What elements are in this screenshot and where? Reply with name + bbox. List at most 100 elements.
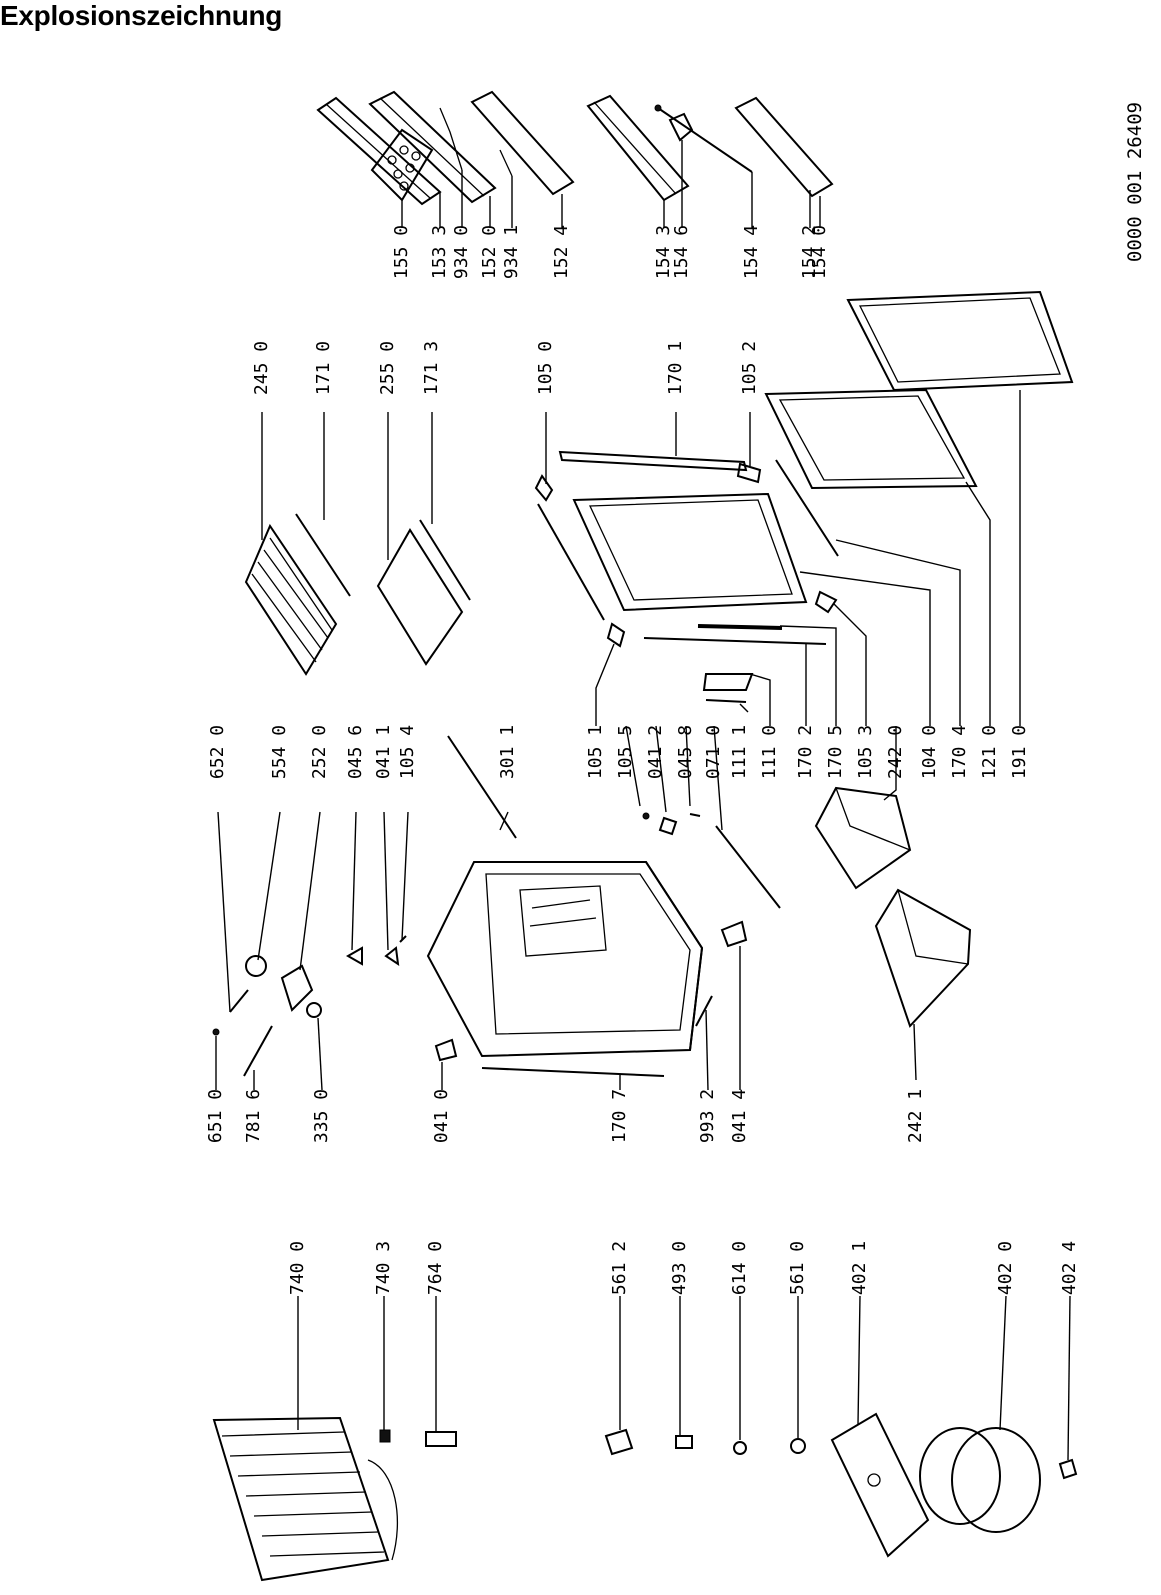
part-label: 614 0 <box>729 1241 750 1295</box>
strip-1707 <box>481 1067 665 1077</box>
part-label: 171 3 <box>421 341 442 395</box>
part-label: 651 0 <box>205 1089 226 1143</box>
part-label: 561 2 <box>609 1241 630 1295</box>
hinge-1050 <box>534 474 554 502</box>
part-label: 764 0 <box>425 1241 446 1295</box>
cabinet-body <box>426 861 704 1058</box>
part-label: 781 6 <box>243 1089 264 1143</box>
door-strip-1704 <box>775 459 839 557</box>
egg-tray <box>370 128 434 202</box>
part-label: 121 0 <box>979 725 1000 779</box>
part-label: 242 0 <box>885 725 906 779</box>
part-label: 154 4 <box>741 225 762 279</box>
part-label: 740 3 <box>373 1241 394 1295</box>
part-label: 934 0 <box>451 225 472 279</box>
hinge-1052 <box>736 462 762 484</box>
part-label: 154 6 <box>671 225 692 279</box>
wire-934 <box>439 107 513 177</box>
part-label: 993 2 <box>697 1089 718 1143</box>
compressor-4020 <box>919 1427 1041 1533</box>
strip-1701 <box>558 450 748 472</box>
part-label: 561 0 <box>787 1241 808 1295</box>
part-label: 740 0 <box>287 1241 308 1295</box>
part-label: 041 2 <box>645 725 666 779</box>
page-title: Explosionszeichnung <box>0 0 283 31</box>
part-label: 170 7 <box>609 1089 630 1143</box>
part-label: 493 0 <box>669 1241 690 1295</box>
rod-1544 <box>654 104 753 173</box>
hinge-0414 <box>720 920 748 948</box>
door-gasket-1910 <box>846 290 1074 392</box>
thermostat-parts <box>212 935 407 1077</box>
part-label: 154 2 <box>799 225 820 279</box>
leader-lines <box>215 140 1071 1461</box>
part-label: 652 0 <box>207 725 228 779</box>
part-9932 <box>695 995 713 1027</box>
document-number: 0000 001 26409 <box>1124 102 1146 262</box>
part-label: 171 0 <box>313 341 334 395</box>
part-label: 105 1 <box>585 725 606 779</box>
door-shelf-1543 <box>586 94 690 202</box>
small-part-6140 <box>733 1441 747 1455</box>
door-liner-1210 <box>764 388 978 490</box>
drawer-2421 <box>874 888 972 1028</box>
shelf-strip-1713 <box>419 519 471 601</box>
base-plate-4021 <box>830 1412 930 1558</box>
part-label: 554 0 <box>269 725 290 779</box>
part-label: 170 1 <box>665 341 686 395</box>
part-label: 170 5 <box>825 725 846 779</box>
small-parts-0412 <box>642 812 701 836</box>
part-label: 045 8 <box>675 725 696 779</box>
part-label: 153 3 <box>429 225 450 279</box>
filter-dryer-7640 <box>425 1431 457 1447</box>
part-label: 041 1 <box>373 725 394 779</box>
small-part-5612 <box>604 1428 634 1456</box>
small-part-4930 <box>675 1435 693 1449</box>
part-label: 041 0 <box>431 1089 452 1143</box>
part-label: 402 1 <box>849 1241 870 1295</box>
wire-shelf-2450 <box>244 523 338 676</box>
part-label: 154 0 <box>809 225 830 279</box>
door-shelf-1540 <box>734 96 834 198</box>
door-shelf-1524 <box>470 90 575 196</box>
part-label: 154 3 <box>653 225 674 279</box>
strip-1705 <box>697 624 783 630</box>
door-shelf-1520 <box>368 90 497 204</box>
part-label: 105 5 <box>615 725 636 779</box>
part-label: 301 1 <box>497 725 518 779</box>
part-label: 041 4 <box>729 1089 750 1143</box>
strip-left-door <box>537 503 605 621</box>
part-label: 105 4 <box>397 725 418 779</box>
part-label: 155 0 <box>391 225 412 279</box>
part-label: 105 3 <box>855 725 876 779</box>
small-part-4024 <box>1058 1458 1078 1480</box>
part-label: 152 0 <box>479 225 500 279</box>
part-label: 242 1 <box>905 1089 926 1143</box>
part-label: 402 0 <box>995 1241 1016 1295</box>
part-label: 105 2 <box>739 341 760 395</box>
condenser-7400 <box>212 1416 398 1582</box>
part-label: 934 1 <box>501 225 522 279</box>
small-part-5610 <box>790 1438 806 1454</box>
part-label: 071 0 <box>703 725 724 779</box>
part-label: 045 6 <box>345 725 366 779</box>
strip-1702 <box>643 637 827 645</box>
part-label: 152 4 <box>551 225 572 279</box>
part-label: 105 0 <box>535 341 556 395</box>
part-7403 <box>379 1429 391 1443</box>
bracket-1110 <box>702 673 754 691</box>
part-label: 111 1 <box>729 725 750 779</box>
hinge-0410 <box>434 1038 458 1062</box>
hinge-1053 <box>814 590 838 614</box>
strip-0710 <box>715 825 781 909</box>
part-label: 170 2 <box>795 725 816 779</box>
part-label: 104 0 <box>919 725 940 779</box>
part-label: 252 0 <box>309 725 330 779</box>
part-label: 170 4 <box>949 725 970 779</box>
shelf-strip-1710 <box>295 513 351 597</box>
part-label: 335 0 <box>311 1089 332 1143</box>
part-label: 191 0 <box>1009 725 1030 779</box>
glass-shelf-2550 <box>376 528 464 666</box>
